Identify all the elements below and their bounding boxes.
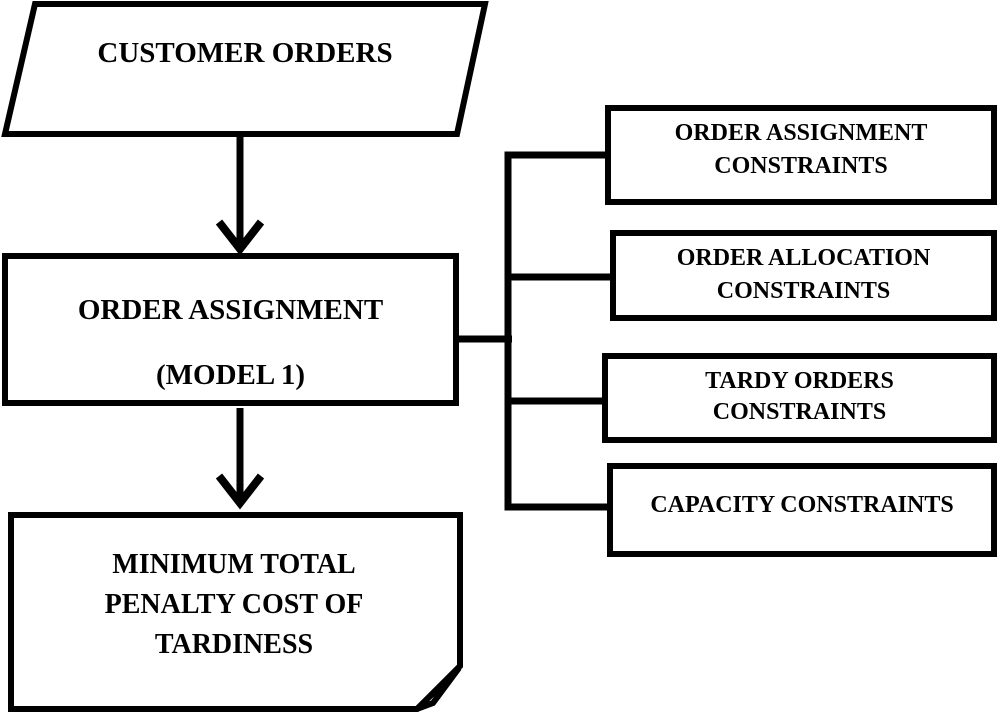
output-label-line3: TARDINESS: [154, 629, 314, 660]
constraint-tardy-orders-line2: CONSTRAINTS: [712, 399, 887, 425]
output-label-line1: MINIMUM TOTAL: [112, 549, 356, 580]
order-assignment-node: [2, 253, 459, 406]
constraint-capacity-line1: CAPACITY CONSTRAINTS: [650, 492, 954, 518]
constraint-tardy-orders-line1: TARDY ORDERS: [705, 368, 894, 394]
order-assignment-label-line1: ORDER ASSIGNMENT: [77, 294, 384, 326]
order-assignment-label-line2: (MODEL 1): [155, 359, 306, 391]
constraint-box-capacity: [607, 463, 997, 557]
constraints-bracket: [504, 151, 607, 511]
constraint-order-assignment-line2: CONSTRAINTS: [714, 153, 888, 179]
constraint-order-allocation-line2: CONSTRAINTS: [716, 278, 891, 304]
constraint-box-order-allocation: [610, 230, 997, 321]
constraint-box-tardy-orders: [602, 353, 997, 443]
arrow-process-to-output-head: [215, 473, 265, 510]
constraint-order-allocation-line1: ORDER ALLOCATION: [676, 245, 931, 271]
output-document-fold: [414, 665, 462, 712]
customer-orders-parallelogram: [1, 0, 489, 137]
output-label-line2: PENALTY COST OF: [104, 589, 364, 620]
arrow-input-to-process-head: [215, 219, 265, 256]
constraint-box-order-assignment: [605, 105, 997, 205]
constraint-order-assignment-line1: ORDER ASSIGNMENT: [674, 120, 928, 146]
customer-orders-label: CUSTOMER ORDERS: [97, 37, 393, 69]
